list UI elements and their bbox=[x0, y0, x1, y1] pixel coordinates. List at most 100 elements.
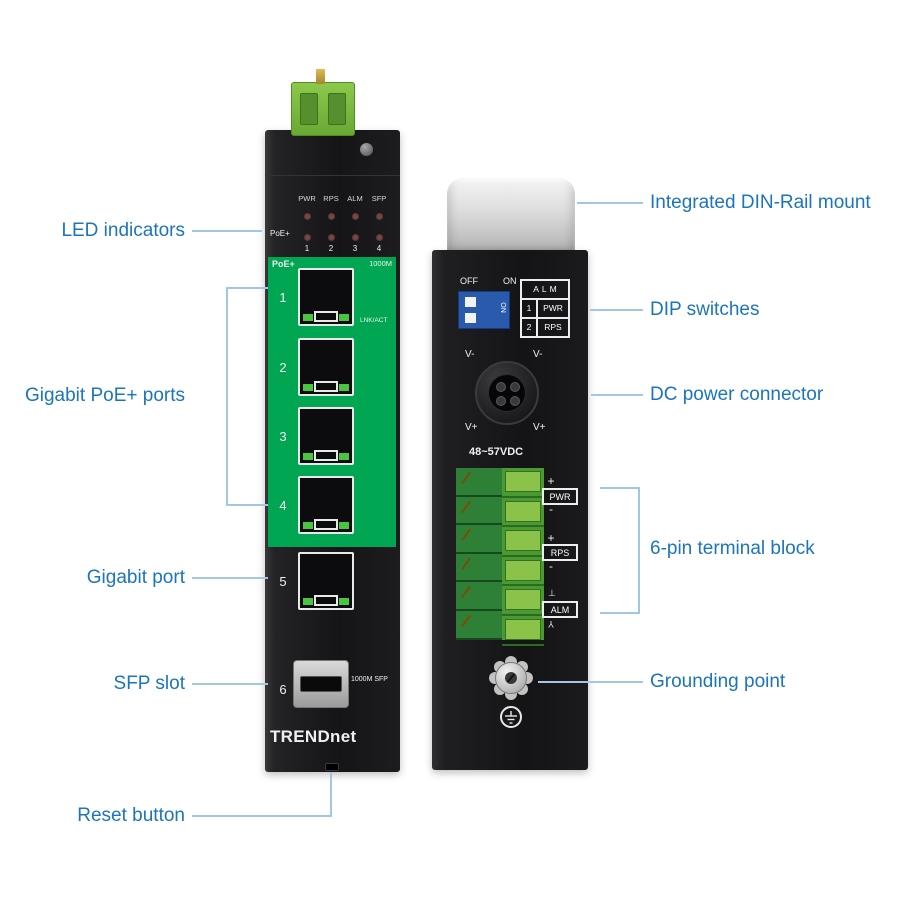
led-number: 4 bbox=[376, 244, 382, 253]
dc-pin-label: V+ bbox=[533, 422, 546, 433]
callout-gigabit-poe-ports: Gigabit PoE+ ports bbox=[24, 385, 185, 406]
callout-line-dc bbox=[591, 394, 643, 396]
terminal-polarity: + bbox=[547, 531, 555, 545]
ground-symbol-icon bbox=[500, 706, 522, 728]
brand-logo: TRENDnet bbox=[270, 727, 357, 746]
callout-grounding-point: Grounding point bbox=[650, 671, 786, 692]
led-dot bbox=[352, 213, 359, 220]
switch-front-view: PWR RPS ALM SFP PoE+ 1 2 3 4 PoE+ 1000M … bbox=[265, 130, 400, 772]
led-label-alm: ALM bbox=[347, 194, 363, 203]
poe-row-label: PoE+ bbox=[270, 229, 290, 238]
terminal-contacts bbox=[502, 468, 544, 646]
screw-icon bbox=[360, 143, 373, 156]
callout-line-dip bbox=[590, 309, 643, 311]
terminal-rps-label: RPS bbox=[542, 544, 578, 561]
port-number: 1 bbox=[279, 290, 287, 305]
callout-led-indicators: LED indicators bbox=[61, 220, 185, 241]
sfp-cage bbox=[293, 660, 349, 708]
dip-on-label: ON bbox=[503, 276, 517, 286]
led-label-rps: RPS bbox=[323, 194, 339, 203]
terminal-screws bbox=[456, 468, 502, 640]
dip-legend-row: 1 PWR bbox=[522, 298, 568, 317]
gigabit-port-number: 5 bbox=[279, 574, 287, 589]
terminal-pwr-label: PWR bbox=[542, 488, 578, 505]
dip-off-label: OFF bbox=[460, 276, 478, 286]
screw-icon bbox=[505, 672, 517, 684]
sfp-slot-opening bbox=[300, 676, 342, 692]
led-label-sfp: SFP bbox=[371, 194, 387, 203]
alm-contact-symbol: ⊥ bbox=[548, 588, 556, 598]
callout-line-sfp bbox=[192, 683, 268, 685]
callout-line-led bbox=[192, 230, 262, 232]
port-number: 2 bbox=[279, 360, 287, 375]
callout-dip-switches: DIP switches bbox=[650, 299, 760, 320]
led-dot bbox=[376, 213, 383, 220]
sfp-speed-label: 1000M SFP bbox=[351, 676, 388, 683]
sfp-number: 6 bbox=[279, 682, 287, 697]
callout-dc-power: DC power connector bbox=[650, 384, 824, 405]
reset-button-hole bbox=[325, 763, 339, 771]
callout-line-gigabit bbox=[192, 577, 268, 579]
rj45-port-3 bbox=[298, 407, 354, 465]
callout-bracket-terminal-bottom bbox=[600, 612, 640, 614]
callout-bracket-terminal-top bbox=[600, 487, 640, 489]
dc-power-connector bbox=[475, 361, 539, 425]
panel-poe-label: PoE+ bbox=[272, 259, 295, 269]
port-number: 4 bbox=[279, 498, 287, 513]
terminal-slot bbox=[328, 93, 346, 125]
dc-pin-label: V- bbox=[465, 349, 475, 360]
panel-speed-label: 1000M bbox=[369, 259, 392, 268]
callout-bracket-poe-top bbox=[226, 287, 268, 289]
panel-seam bbox=[265, 175, 400, 176]
callout-reset-button: Reset button bbox=[77, 805, 185, 826]
rj45-port-1 bbox=[298, 268, 354, 326]
callout-bracket-poe-bottom bbox=[226, 504, 268, 506]
led-dot bbox=[304, 234, 311, 241]
dip-switch-knob bbox=[465, 297, 476, 307]
rj45-port-2 bbox=[298, 338, 354, 396]
grounding-knob bbox=[488, 655, 534, 701]
led-dot bbox=[328, 234, 335, 241]
callout-line-reset-h bbox=[192, 815, 332, 817]
switch-side-view: OFF ON ON ALM 1 PWR 2 RPS V- V- V+ V+ bbox=[432, 250, 588, 770]
terminal-polarity: - bbox=[549, 502, 553, 516]
top-power-terminal bbox=[291, 69, 355, 136]
voltage-label: 48~57VDC bbox=[469, 446, 524, 458]
poe-port-panel: PoE+ 1000M LNK/ACT 1 2 3 4 bbox=[268, 257, 396, 547]
din-rail-mount bbox=[447, 178, 575, 262]
rj45-port-5 bbox=[298, 552, 354, 610]
terminal-polarity: - bbox=[549, 559, 553, 573]
terminal-polarity: + bbox=[547, 474, 555, 488]
led-dot bbox=[304, 213, 311, 220]
callout-bracket-terminal-vertical bbox=[638, 487, 640, 614]
callout-gigabit-port: Gigabit port bbox=[86, 567, 185, 588]
dc-pin-label: V- bbox=[533, 349, 543, 360]
dip-on-marking: ON bbox=[498, 302, 506, 313]
led-label-pwr: PWR bbox=[298, 194, 316, 203]
callout-sfp-slot: SFP slot bbox=[113, 673, 185, 694]
led-dot bbox=[376, 234, 383, 241]
callout-terminal-block: 6-pin terminal block bbox=[650, 538, 815, 559]
dc-connector-inner bbox=[488, 374, 526, 412]
callout-din-rail-mount: Integrated DIN-Rail mount bbox=[650, 192, 871, 213]
led-number: 2 bbox=[328, 244, 334, 253]
port-number: 3 bbox=[279, 429, 287, 444]
dip-legend-header: ALM bbox=[533, 284, 560, 294]
callout-bracket-poe-vertical bbox=[226, 287, 228, 506]
dc-pin-label: V+ bbox=[465, 422, 478, 433]
terminal-block bbox=[456, 468, 544, 646]
callout-line-reset-v bbox=[330, 772, 332, 817]
led-number: 1 bbox=[304, 244, 310, 253]
terminal-slot bbox=[300, 93, 318, 125]
led-number: 3 bbox=[352, 244, 358, 253]
led-dot bbox=[328, 213, 335, 220]
led-dot bbox=[352, 234, 359, 241]
callout-line-din bbox=[577, 202, 643, 204]
callout-line-grounding bbox=[538, 681, 643, 683]
terminal-alm-label: ALM bbox=[542, 601, 578, 618]
dip-legend-table: ALM 1 PWR 2 RPS bbox=[520, 279, 570, 338]
alm-contact-symbol: Y bbox=[548, 619, 555, 629]
terminal-pin bbox=[316, 69, 325, 84]
lnk-act-label: LNK/ACT bbox=[360, 317, 388, 324]
